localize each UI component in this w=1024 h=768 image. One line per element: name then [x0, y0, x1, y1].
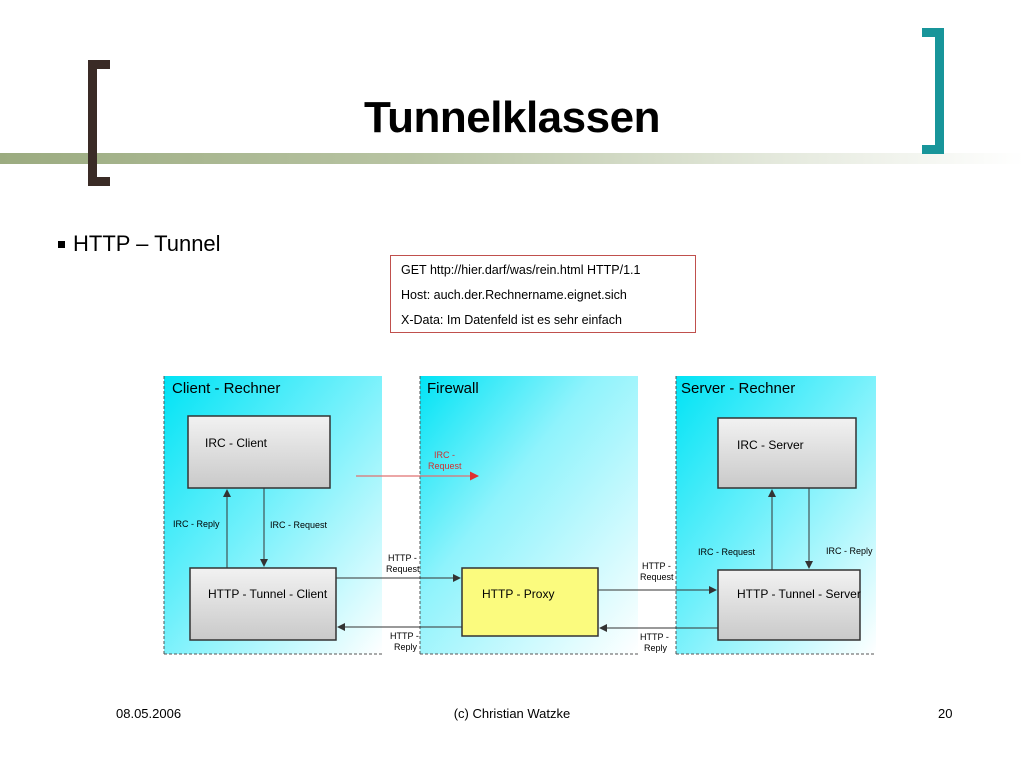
footer-author: (c) Christian Watzke [453, 706, 571, 721]
proxy-box: HTTP - Proxy [461, 567, 599, 637]
http-request-left-label: HTTP - [388, 553, 417, 563]
server-irc-request-label: IRC - Request [698, 547, 756, 557]
footer-page-number: 20 [938, 706, 953, 721]
irc-server-label: IRC - Server [737, 438, 804, 452]
blocked-irc-request-label: IRC - [434, 450, 455, 460]
bullet-text: HTTP – Tunnel [73, 231, 221, 256]
client-irc-reply-label: IRC - Reply [173, 519, 220, 529]
right-bracket-decoration [922, 28, 944, 154]
tunnel-server-label: HTTP - Tunnel - Server [737, 587, 861, 601]
proxy-label: HTTP - Proxy [482, 587, 554, 601]
irc-client-label: IRC - Client [205, 436, 268, 450]
left-bracket-decoration [88, 60, 110, 186]
tunnel-client-box: HTTP - Tunnel - Client [189, 567, 337, 641]
zone-title-client: Client - Rechner [172, 380, 280, 397]
footer-date: 08.05.2006 [116, 706, 182, 721]
server-irc-reply-label: IRC - Reply [826, 546, 873, 556]
slide-title: Tunnelklassen [364, 93, 660, 142]
http-reply-right-label: Reply [644, 643, 668, 653]
zone-title-server: Server - Rechner [681, 380, 795, 397]
title-band [0, 153, 1024, 164]
http-request-box: GET http://hier.darf/was/rein.html HTTP/… [390, 255, 696, 333]
blocked-irc-request-label: Request [428, 461, 462, 471]
http-request-left-label: Request [386, 564, 420, 574]
http-request-line: X-Data: Im Datenfeld ist es sehr einfach [401, 313, 622, 327]
client-irc-request-label: IRC - Request [270, 520, 328, 530]
http-request-right-label: HTTP - [642, 561, 671, 571]
bullet-square-icon [58, 240, 65, 248]
http-reply-right-label: HTTP - [640, 632, 669, 642]
http-reply-left-label: Reply [394, 642, 418, 652]
bullet-item: HTTP – Tunnel [58, 231, 221, 257]
irc-client-box: IRC - Client [187, 415, 331, 489]
tunnel-server-box: HTTP - Tunnel - Server [717, 569, 861, 641]
http-request-line: Host: auch.der.Rechnername.eignet.sich [401, 288, 627, 302]
tunnel-diagram: Client - Rechner Firewall Server - Rechn… [163, 376, 876, 655]
zone-title-firewall: Firewall [427, 380, 479, 397]
http-request-line: GET http://hier.darf/was/rein.html HTTP/… [401, 263, 641, 277]
tunnel-client-label: HTTP - Tunnel - Client [208, 587, 328, 601]
http-reply-left-label: HTTP - [390, 631, 419, 641]
http-request-right-label: Request [640, 572, 674, 582]
irc-server-box: IRC - Server [717, 417, 857, 489]
